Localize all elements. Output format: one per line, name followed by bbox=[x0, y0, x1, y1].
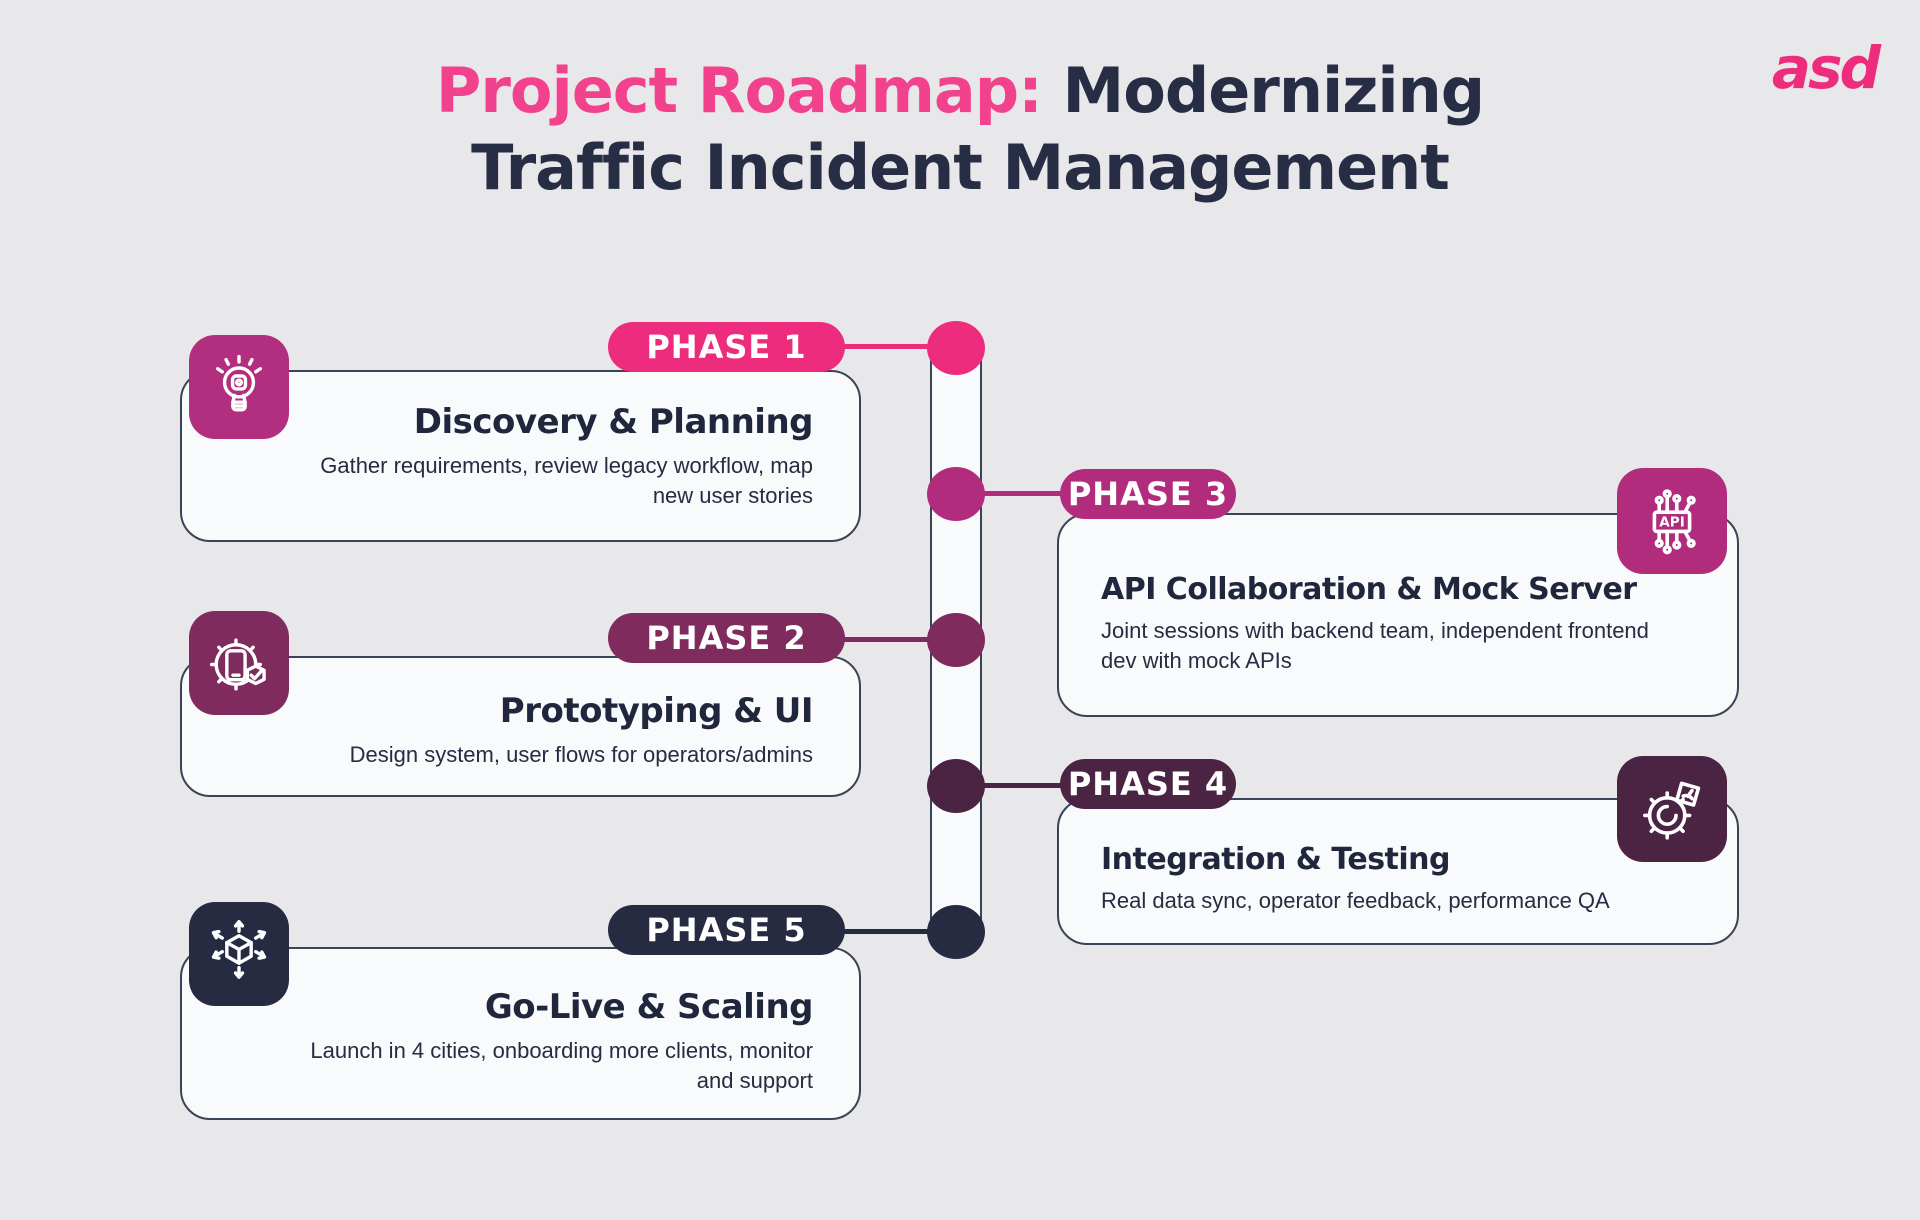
brand-logo: asd bbox=[1771, 34, 1881, 102]
phase-1-badge: PHASE 1 bbox=[608, 322, 845, 372]
phase-4-title: Integration & Testing bbox=[1101, 842, 1451, 877]
timeline-dot-phase-3 bbox=[927, 467, 985, 521]
timeline-dot-phase-4 bbox=[927, 759, 985, 813]
connector-phase-4 bbox=[977, 783, 1069, 788]
svg-text:API: API bbox=[1659, 515, 1685, 531]
phase-3-badge: PHASE 3 bbox=[1060, 469, 1236, 519]
phase-3-card: API Collaboration & Mock Server Joint se… bbox=[1057, 513, 1739, 717]
timeline-dot-phase-1 bbox=[927, 321, 985, 375]
phase-2-badge: PHASE 2 bbox=[608, 613, 845, 663]
phase-5-badge: PHASE 5 bbox=[608, 905, 845, 955]
lightbulb-gear-icon bbox=[189, 335, 289, 439]
phase-2-title: Prototyping & UI bbox=[499, 691, 814, 731]
timeline-dot-phase-2 bbox=[927, 613, 985, 667]
phase-5-title: Go-Live & Scaling bbox=[484, 987, 814, 1027]
phase-2-card: Prototyping & UI Design system, user flo… bbox=[180, 656, 861, 797]
cube-scale-arrows-icon bbox=[189, 902, 289, 1006]
phase-1-card: Discovery & Planning Gather requirements… bbox=[180, 370, 861, 542]
connector-phase-2 bbox=[840, 637, 936, 642]
phase-2-description: Design system, user flows for operators/… bbox=[349, 742, 813, 767]
prototype-gear-phone-icon bbox=[189, 611, 289, 715]
page-title: Project Roadmap: Modernizing Traffic Inc… bbox=[0, 52, 1920, 206]
connector-phase-3 bbox=[977, 491, 1069, 496]
phase-5-description: Launch in 4 cities, onboarding more clie… bbox=[310, 1038, 813, 1093]
page-title-line2: Traffic Incident Management bbox=[471, 131, 1450, 204]
phase-3-title: API Collaboration & Mock Server bbox=[1101, 572, 1637, 607]
phase-5-card: Go-Live & Scaling Launch in 4 cities, on… bbox=[180, 947, 861, 1120]
page-title-accent: Project Roadmap: bbox=[435, 54, 1043, 127]
api-circuit-icon: API bbox=[1617, 468, 1727, 574]
gear-pie-chart-icon bbox=[1617, 756, 1727, 862]
phase-3-description: Joint sessions with backend team, indepe… bbox=[1101, 618, 1649, 673]
connector-phase-5 bbox=[840, 929, 936, 934]
phase-1-title: Discovery & Planning bbox=[413, 402, 814, 442]
phase-1-description: Gather requirements, review legacy workf… bbox=[320, 453, 813, 508]
timeline-dot-phase-5 bbox=[927, 905, 985, 959]
phase-4-description: Real data sync, operator feedback, perfo… bbox=[1101, 888, 1610, 913]
connector-phase-1 bbox=[840, 344, 936, 349]
page-title-rest: Modernizing bbox=[1041, 54, 1486, 127]
phase-4-badge: PHASE 4 bbox=[1060, 759, 1236, 809]
